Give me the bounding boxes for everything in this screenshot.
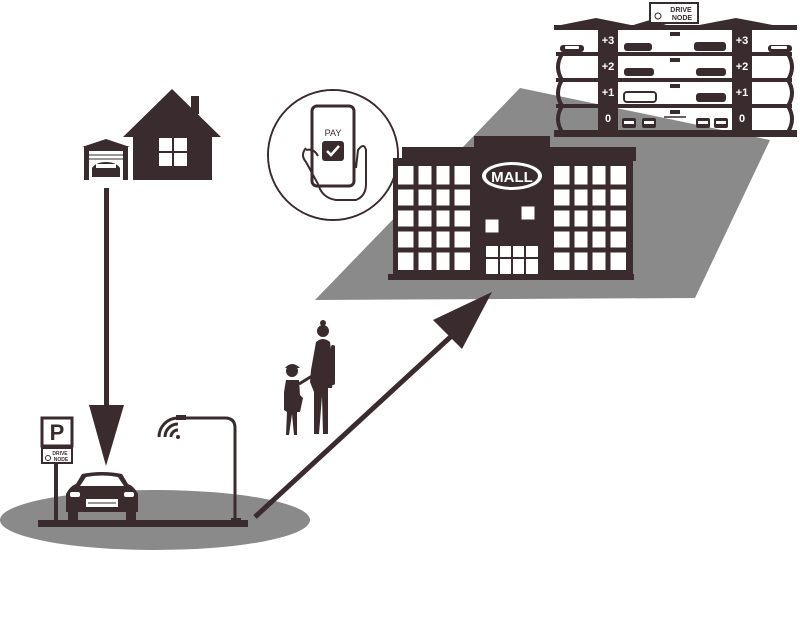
house-icon xyxy=(123,89,221,180)
mall-sign: MALL xyxy=(491,169,533,186)
garage-level-0-right: 0 xyxy=(739,113,745,125)
wireless-signal-icon xyxy=(157,416,180,439)
garage-level-0-left: 0 xyxy=(605,113,611,125)
arrow-to-mall xyxy=(253,292,492,519)
garage-level-2-left: +2 xyxy=(602,61,615,73)
shopping-mall-icon: MALL xyxy=(388,136,636,280)
garage-sign-brand-1: DRIVE xyxy=(670,7,692,14)
garage-level-1-right: +1 xyxy=(736,87,749,99)
smart-street-lamp xyxy=(176,415,241,526)
parking-sign-brand-2: NODE xyxy=(54,457,69,463)
adult-and-child-icon xyxy=(284,320,335,435)
home-garage-icon xyxy=(82,139,130,180)
garage-drive-node-logo-icon xyxy=(654,12,662,20)
car-icon xyxy=(66,472,138,524)
parking-garage-icon: +3 +2 +1 0 +3 +2 +1 0 DRIVE NODE xyxy=(554,2,797,137)
drive-node-logo-icon xyxy=(45,455,51,461)
garage-level-3-left: +3 xyxy=(602,35,615,47)
garage-level-1-left: +1 xyxy=(602,87,615,99)
arrow-down xyxy=(89,188,124,466)
parking-sign: P DRIVE NODE xyxy=(40,416,74,522)
phone-pay-label: PAY xyxy=(325,128,342,138)
curb xyxy=(38,520,248,527)
garage-level-2-right: +2 xyxy=(736,61,749,73)
smartphone-pay-icon: PAY xyxy=(302,104,367,201)
parking-sign-brand-1: DRIVE xyxy=(52,451,68,457)
garage-sign-brand-2: NODE xyxy=(672,15,693,22)
garage-level-3-right: +3 xyxy=(736,35,749,47)
parking-sign-letter: P xyxy=(50,420,65,445)
